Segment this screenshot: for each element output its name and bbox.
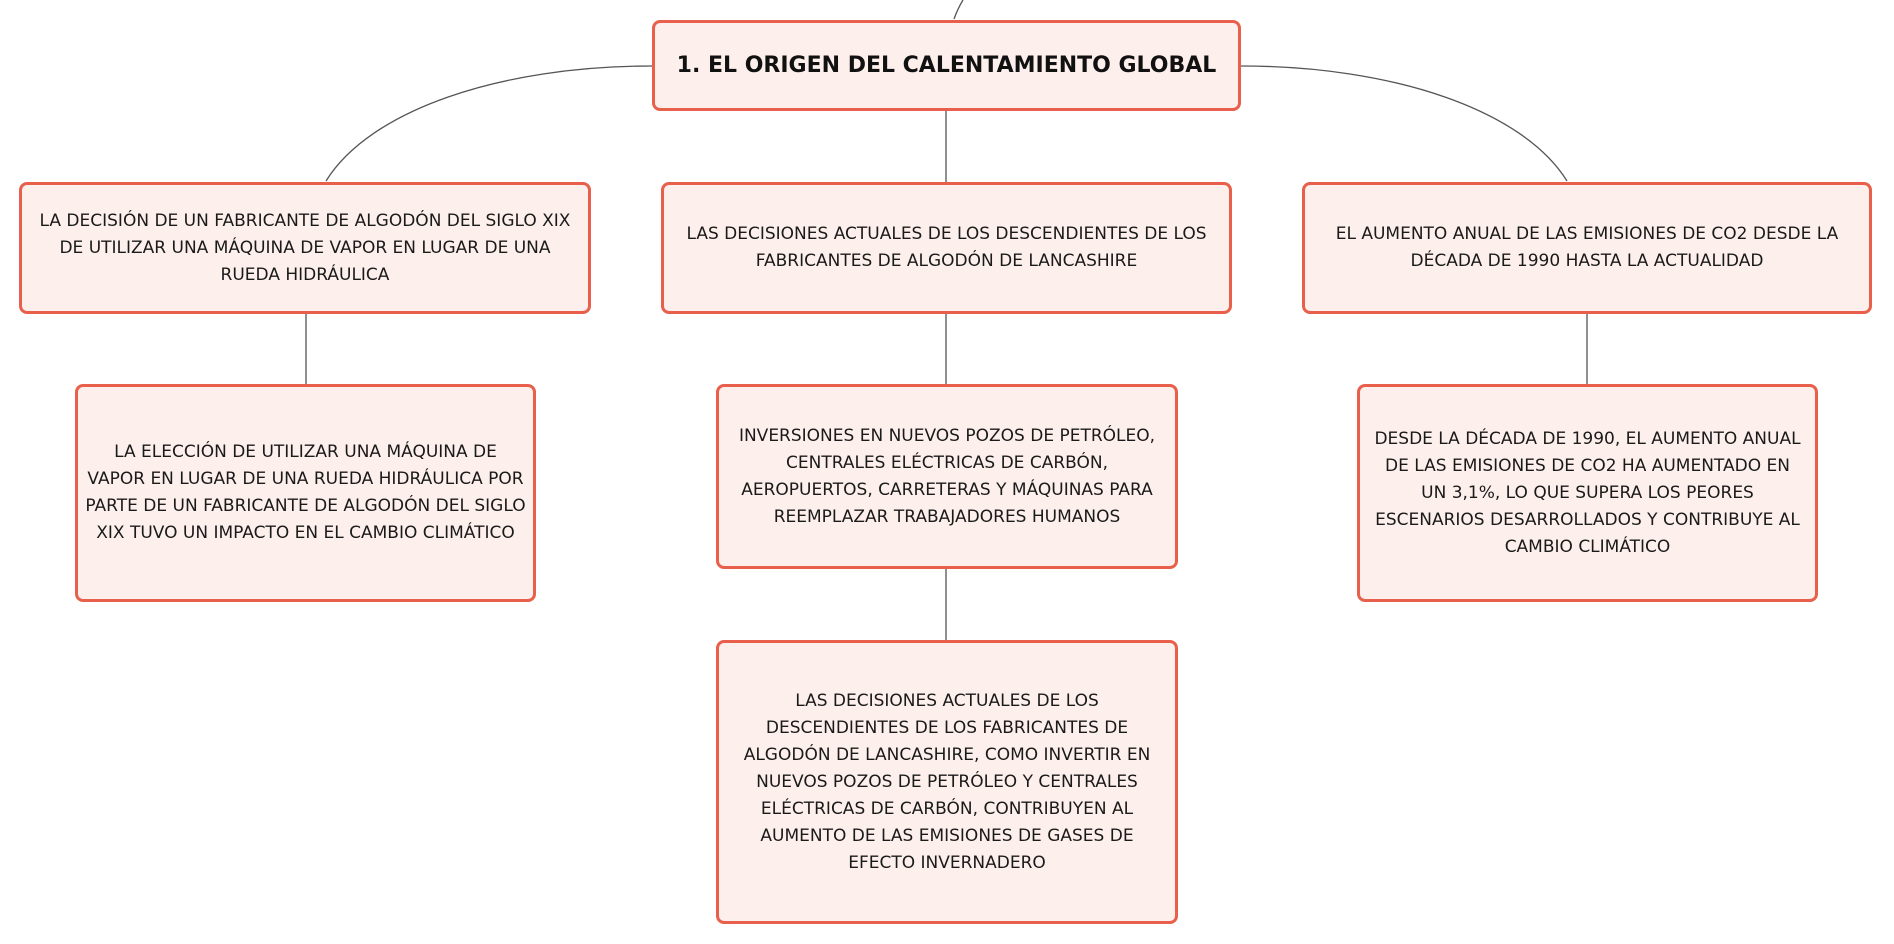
root-node[interactable]: 1. EL ORIGEN DEL CALENTAMIENTO GLOBAL [652,20,1241,111]
node-label: LAS DECISIONES ACTUALES DE LOS DESCENDIE… [686,224,1207,271]
node-label: LA DECISIÓN DE UN FABRICANTE DE ALGODÓN … [39,210,571,285]
node-label: LA ELECCIÓN DE UTILIZAR UNA MÁQUINA DE V… [85,442,526,543]
node-current-decisions[interactable]: LAS DECISIONES ACTUALES DE LOS DESCENDIE… [661,182,1232,314]
connector-parent-to-root [953,0,964,20]
node-co2-since-1990[interactable]: DESDE LA DÉCADA DE 1990, EL AUMENTO ANUA… [1357,384,1818,602]
node-label: INVERSIONES EN NUEVOS POZOS DE PETRÓLEO,… [738,425,1156,527]
connector-root-to-left [325,65,653,182]
node-label: EL AUMENTO ANUAL DE LAS EMISIONES DE CO2… [1335,224,1839,271]
node-steam-engine-impact[interactable]: LA ELECCIÓN DE UTILIZAR UNA MÁQUINA DE V… [75,384,536,602]
node-label: LAS DECISIONES ACTUALES DE LOS DESCENDIE… [743,690,1151,873]
node-investments[interactable]: INVERSIONES EN NUEVOS POZOS DE PETRÓLEO,… [716,384,1178,569]
root-node-label: 1. EL ORIGEN DEL CALENTAMIENTO GLOBAL [676,53,1217,78]
node-greenhouse-contribution[interactable]: LAS DECISIONES ACTUALES DE LOS DESCENDIE… [716,640,1178,924]
node-steam-engine-decision[interactable]: LA DECISIÓN DE UN FABRICANTE DE ALGODÓN … [19,182,591,314]
node-label: DESDE LA DÉCADA DE 1990, EL AUMENTO ANUA… [1374,428,1801,557]
node-co2-increase[interactable]: EL AUMENTO ANUAL DE LAS EMISIONES DE CO2… [1302,182,1872,314]
connector-root-to-right [1240,65,1568,182]
